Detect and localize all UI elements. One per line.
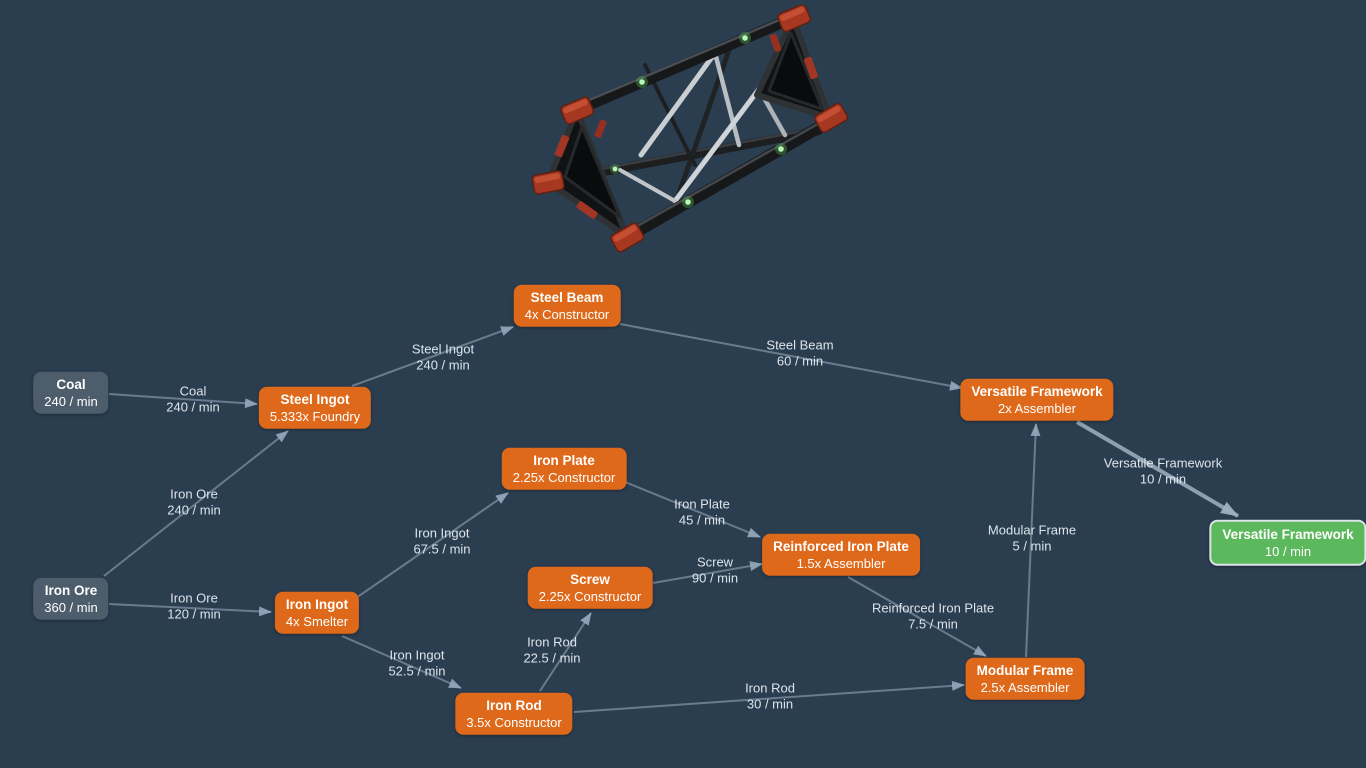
edge-steel-ingot-to-steel-beam (351, 326, 514, 387)
versatile-framework-image (531, 5, 849, 253)
edge-label-rate: 52.5 / min (388, 663, 446, 678)
edge-label-rate: 7.5 / min (908, 616, 958, 631)
node-subtitle: 1.5x Assembler (796, 555, 886, 571)
edge-iron-rod-to-modular-frame (573, 680, 965, 713)
node-subtitle: 4x Smelter (285, 613, 349, 629)
edge-label-item: Versatile Framework (1103, 455, 1223, 471)
node-subtitle: 3.5x Constructor (466, 714, 562, 730)
edge-label-item: Iron Ingot (414, 525, 470, 541)
node-subtitle: 4x Constructor (524, 306, 610, 322)
edge-steel-beam-to-versatile-framework (619, 323, 963, 391)
edge-label-rate: 60 / min (776, 353, 824, 368)
node-subtitle: 2x Assembler (997, 400, 1077, 416)
edge-label-item: Reinforced Iron Plate (871, 600, 995, 616)
node-title: Steel Beam (530, 289, 604, 305)
edge-label-rate: 45 / min (678, 512, 726, 527)
node-title: Steel Ingot (280, 391, 350, 407)
edge-label-item: Steel Ingot (411, 341, 475, 357)
node-title: Screw (570, 571, 610, 587)
edge-reinforced-iron-plate-to-modular-frame (847, 576, 987, 657)
edge-label-item: Coal (179, 383, 207, 399)
edge-iron-ingot-to-iron-plate (355, 492, 509, 599)
node-title: Versatile Framework (971, 383, 1103, 399)
node-title: Coal (56, 376, 86, 392)
edge-label-rate: 22.5 / min (523, 650, 581, 665)
edge-label-item: Iron Ingot (389, 647, 445, 663)
node-subtitle: 360 / min (44, 599, 98, 615)
edge-iron-ingot-to-iron-rod (341, 635, 462, 689)
node-subtitle: 5.333x Foundry (269, 408, 361, 424)
edge-iron-ore-to-iron-ingot (108, 603, 272, 617)
node-subtitle: 2.25x Constructor (538, 588, 642, 604)
node-subtitle: 10 / min (1264, 543, 1312, 559)
edge-label-item: Steel Beam (766, 337, 834, 353)
edge-label-rate: 10 / min (1139, 471, 1187, 486)
edge-modular-frame-to-versatile-framework (1025, 423, 1041, 658)
edge-iron-ore-to-steel-ingot (103, 430, 289, 577)
edge-label-rate: 90 / min (691, 570, 739, 585)
node-subtitle: 2.5x Assembler (980, 679, 1070, 695)
edge-iron-rod-to-screw (539, 612, 592, 692)
edge-versatile-framework-to-versatile-framework-output (1075, 420, 1240, 518)
edge-label-item: Screw (696, 554, 734, 570)
node-subtitle: 2.25x Constructor (512, 469, 616, 485)
edge-label-item: Iron Plate (674, 496, 730, 512)
node-title: Reinforced Iron Plate (773, 538, 909, 554)
edge-label-item: Iron Ore (170, 486, 218, 502)
edge-screw-to-reinforced-iron-plate (652, 561, 763, 584)
edge-label-rate: 5 / min (1012, 538, 1052, 553)
edge-coal-to-steel-ingot (108, 393, 258, 409)
node-title: Iron Ingot (285, 596, 349, 612)
node-title: Modular Frame (976, 662, 1074, 678)
node-title: Iron Plate (533, 452, 595, 468)
edge-label-item: Iron Ore (170, 590, 218, 606)
edge-label-rate: 30 / min (746, 696, 794, 711)
edge-label-rate: 240 / min (166, 399, 220, 414)
edge-label-rate: 120 / min (167, 606, 221, 621)
edge-label-rate: 240 / min (167, 502, 221, 517)
edge-label-rate: 67.5 / min (413, 541, 471, 556)
node-title: Iron Ore (44, 582, 98, 598)
edge-iron-plate-to-reinforced-iron-plate (624, 481, 761, 538)
edge-label-rate: 240 / min (416, 357, 470, 372)
node-subtitle: 240 / min (44, 393, 98, 409)
edge-label-item: Iron Rod (745, 680, 795, 696)
edge-label-item: Iron Rod (527, 634, 577, 650)
node-title: Iron Rod (486, 697, 542, 713)
node-title: Versatile Framework (1222, 526, 1354, 542)
edge-label-item: Modular Frame (987, 522, 1077, 538)
